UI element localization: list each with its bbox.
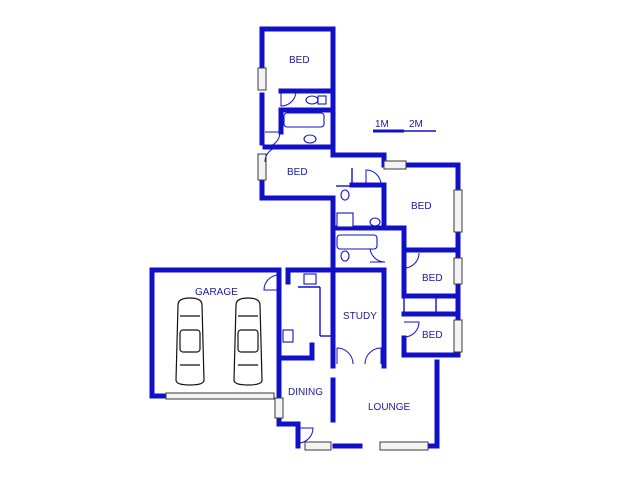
door-bed-upper-left (264, 146, 281, 163)
room-label-dining: DINING (288, 387, 323, 398)
room-labels: BED BED BED BED BED GARAGE STUDY DINING … (195, 55, 443, 413)
window-bed-top (257, 67, 267, 91)
room-label-bed-right: BED (411, 201, 432, 212)
kitchen-stove (282, 329, 294, 343)
room-label-bed-top: BED (289, 55, 310, 66)
window-dining-side (274, 397, 284, 419)
room-label-bed-mid-right: BED (422, 273, 443, 284)
toilet-top-tank (317, 95, 327, 105)
cars (175, 297, 263, 386)
garage-door (165, 392, 275, 400)
scale-label-2m: 2M (409, 119, 423, 130)
wall-garage (149, 267, 282, 399)
kitchen-sink (303, 273, 317, 285)
shower-right (336, 212, 354, 228)
door-bed-lower (403, 321, 420, 338)
room-label-bed-lower-right: BED (422, 330, 443, 341)
wall-right-beds (401, 247, 461, 358)
windows (165, 67, 463, 451)
bathtub-right (336, 234, 378, 250)
window-bed-lower (453, 319, 463, 353)
car-right (233, 297, 263, 386)
window-bed-upper-left (257, 153, 267, 181)
door-garage-kitchen (263, 274, 280, 291)
window-bed-right-top (383, 160, 407, 170)
fixtures (282, 95, 381, 343)
door-study-right (364, 347, 382, 365)
room-label-lounge: LOUNGE (368, 402, 411, 413)
room-label-bed-upper-left: BED (287, 167, 308, 178)
toilet-top (305, 95, 319, 105)
door-entrance (297, 427, 314, 444)
basin-right (369, 217, 381, 227)
door-bed-mid (403, 252, 420, 269)
walls (149, 26, 461, 449)
room-label-study: STUDY (343, 311, 377, 322)
toilet-right (340, 189, 350, 201)
scale-label-1m: 1M (375, 119, 389, 130)
window-bed-right (453, 189, 463, 233)
scale-bar: 1M 2M (373, 119, 436, 133)
window-lounge (379, 441, 429, 451)
bathtub-top (283, 112, 325, 128)
window-dining (304, 441, 332, 451)
wall-hall (330, 259, 387, 273)
car-left (175, 297, 205, 386)
wall-kitchen-bottom (276, 342, 315, 361)
basin-top (303, 134, 317, 144)
interior-lines (298, 168, 437, 337)
door-study-left (336, 347, 354, 365)
room-label-garage: GARAGE (195, 287, 238, 298)
wall-kitchen-top (285, 267, 334, 285)
door-bath-right (365, 169, 382, 186)
toilet-lower (340, 250, 350, 262)
window-bed-mid (453, 257, 463, 285)
door-bed-top (280, 90, 297, 107)
